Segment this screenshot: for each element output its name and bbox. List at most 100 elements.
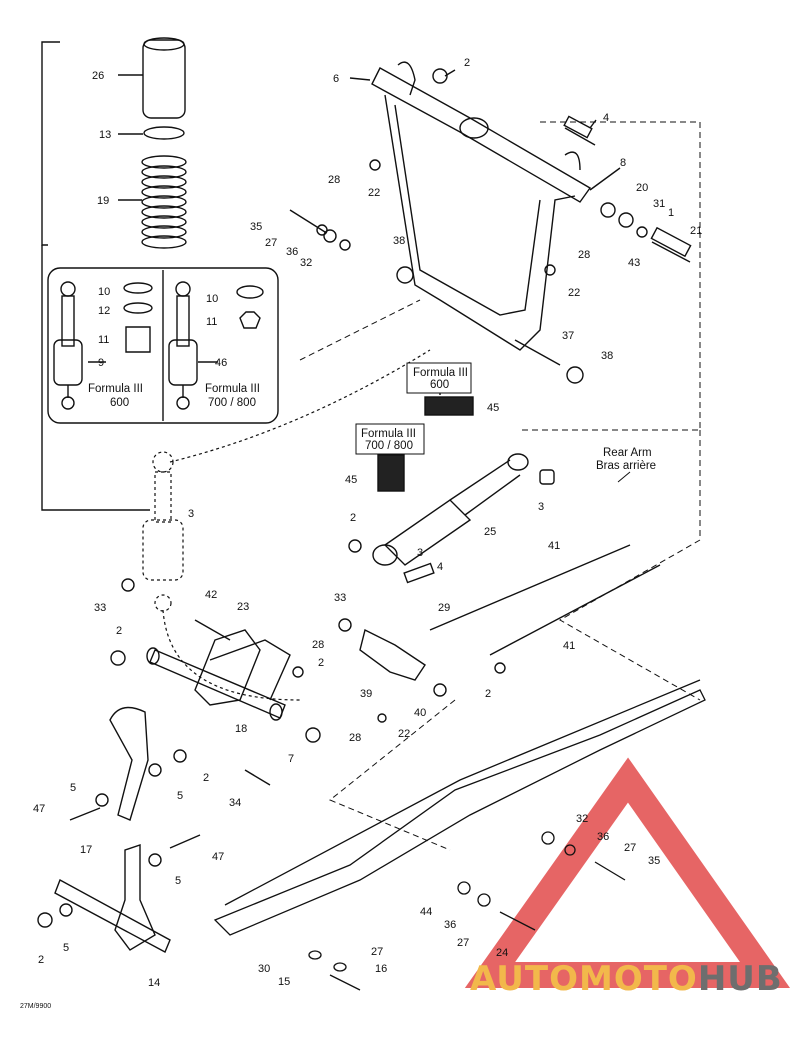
bushing-38-bottom bbox=[566, 366, 584, 384]
tag-600: Formula III 600 bbox=[413, 367, 471, 391]
spring-stopper-top bbox=[143, 37, 185, 51]
callout-label: 42 bbox=[205, 589, 217, 601]
callout-label: 43 bbox=[628, 257, 640, 269]
callout-label: 4 bbox=[603, 112, 609, 124]
callout-label: 15 bbox=[278, 976, 290, 988]
callout-label: 19 bbox=[97, 195, 109, 207]
callout-label: 3 bbox=[188, 508, 194, 520]
callout-label: 27 bbox=[457, 937, 469, 949]
rear-arm-outline bbox=[299, 121, 701, 851]
spring-stopper bbox=[142, 39, 186, 119]
callout-label: 41 bbox=[548, 540, 560, 552]
callout-label: 34 bbox=[229, 797, 241, 809]
axle-37 bbox=[514, 339, 561, 366]
rod-41-upper bbox=[429, 544, 631, 631]
bolt-4-top bbox=[564, 127, 596, 146]
watermark-part3: HUB bbox=[698, 959, 783, 999]
callout-label: 30 bbox=[258, 963, 270, 975]
variant-titles: Formula III 600 Formula III 700 / 800 Fo… bbox=[88, 362, 656, 483]
callout-label: 31 bbox=[653, 198, 665, 210]
bolt-21 bbox=[651, 241, 691, 263]
callout-label: 11 bbox=[206, 316, 217, 328]
callout-label: 36 bbox=[597, 831, 609, 843]
callout-label: 2 bbox=[464, 57, 470, 69]
callout-label: 32 bbox=[576, 813, 588, 825]
inset-right-title-l2: 700 / 800 bbox=[208, 397, 256, 409]
callout-label: 12 bbox=[98, 305, 110, 317]
callout-label: 47 bbox=[212, 851, 224, 863]
bracket-line-top bbox=[41, 41, 60, 246]
callout-label: 33 bbox=[334, 592, 346, 604]
callout-label: 3 bbox=[417, 547, 423, 559]
bolt-24 bbox=[499, 911, 536, 931]
bolt-42 bbox=[194, 619, 231, 641]
rear-arm-label: Rear Arm bbox=[603, 447, 652, 459]
callout-label: 32 bbox=[300, 257, 312, 269]
callout-label: 44 bbox=[420, 906, 432, 918]
callout-label: 16 bbox=[375, 963, 387, 975]
callout-label: 26 bbox=[92, 70, 104, 82]
callout-label: 17 bbox=[80, 844, 92, 856]
callout-label: 2 bbox=[318, 657, 324, 669]
upper-crossbar bbox=[371, 67, 592, 203]
watermark-text: AUTOMOTOHUB bbox=[470, 959, 783, 999]
callout-label: 35 bbox=[648, 855, 660, 867]
callout-label: 47 bbox=[33, 803, 45, 815]
axle-14 bbox=[54, 879, 171, 953]
inset-right-title-l1: Formula III bbox=[205, 383, 260, 395]
link-39 bbox=[359, 628, 426, 681]
slide-rail bbox=[213, 679, 706, 991]
bracket-23 bbox=[194, 629, 261, 706]
callout-label: 5 bbox=[175, 875, 181, 887]
watermark-logo bbox=[464, 757, 791, 988]
tag-700-800: Formula III 700 / 800 bbox=[361, 428, 419, 452]
callout-label: 22 bbox=[568, 287, 580, 299]
front-arm bbox=[289, 61, 692, 384]
callout-label: 1 bbox=[668, 207, 674, 219]
inset-frame bbox=[47, 267, 279, 424]
tag-600-l2: 600 bbox=[430, 379, 449, 391]
callout-label: 38 bbox=[601, 350, 613, 362]
arm-hook-left bbox=[397, 61, 416, 96]
arm-frame bbox=[384, 94, 576, 351]
callout-label: 20 bbox=[636, 182, 648, 194]
callout-label: 14 bbox=[148, 977, 160, 989]
callout-label: 9 bbox=[98, 357, 104, 369]
tag-700-800-l1: Formula III bbox=[361, 428, 416, 440]
callout-label: 28 bbox=[349, 732, 361, 744]
callout-label: 40 bbox=[414, 707, 426, 719]
rear-arm-label-fr: Bras arrière bbox=[596, 460, 656, 472]
lower-linkage bbox=[110, 544, 661, 786]
bolt-16 bbox=[329, 974, 361, 991]
callout-label: 8 bbox=[620, 157, 626, 169]
rear-bracket bbox=[37, 706, 201, 953]
callout-label: 45 bbox=[487, 402, 499, 414]
callout-label: 2 bbox=[485, 688, 491, 700]
callout-label: 11 bbox=[98, 334, 109, 346]
callout-label: 39 bbox=[360, 688, 372, 700]
inset-left-title-l2: 600 bbox=[110, 397, 129, 409]
shock-600 bbox=[53, 281, 83, 410]
callout-label: 27 bbox=[624, 842, 636, 854]
rear-shock-ghost bbox=[142, 349, 431, 701]
watermark-part1: AUTO bbox=[470, 959, 579, 999]
callout-labels: 26 13 19 10 12 11 9 10 11 46 3 33 2 6 2 … bbox=[33, 57, 702, 989]
callout-label: 36 bbox=[444, 919, 456, 931]
callout-label: 27 bbox=[265, 237, 277, 249]
callout-label: 23 bbox=[237, 601, 249, 613]
callout-label: 29 bbox=[438, 602, 450, 614]
callout-label: 2 bbox=[203, 772, 209, 784]
spring-assembly bbox=[41, 37, 187, 511]
shock-700-800 bbox=[168, 281, 198, 410]
callout-label: 28 bbox=[328, 174, 340, 186]
inset-right-title: Formula III 700 / 800 bbox=[205, 383, 263, 409]
arm-hook-right bbox=[564, 151, 581, 171]
watermark-part2: MOTO bbox=[579, 959, 698, 999]
callout-label: 10 bbox=[98, 286, 110, 298]
callout-label: 3 bbox=[538, 501, 544, 513]
callout-label: 7 bbox=[288, 753, 294, 765]
callout-label: 33 bbox=[94, 602, 106, 614]
bolt-35-rail bbox=[594, 861, 626, 881]
